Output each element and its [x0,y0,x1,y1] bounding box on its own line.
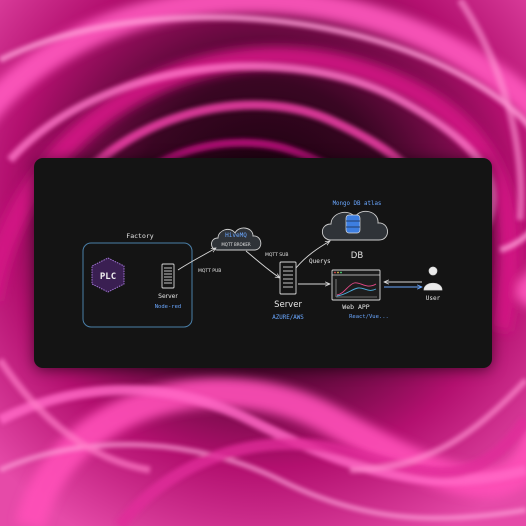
web-app-label: Web APP [342,303,369,311]
server-tower-icon [279,261,297,295]
local-server-node: Server Node-red [155,263,182,310]
database-icon [345,214,361,234]
central-server-node: Server AZURE/AWS [272,261,304,321]
db-label: DB [351,251,364,261]
db-node: DB [321,210,388,261]
factory-label: Factory [126,232,153,240]
central-server-label: Server [274,300,302,310]
plc-label: PLC [100,272,116,282]
mqtt-pub-label: MQTT PUB [198,268,221,274]
browser-window-icon [331,269,381,301]
user-label: User [426,295,441,302]
central-server-sublabel: AZURE/AWS [272,315,304,321]
db-caption: Mongo DB atlas [333,201,382,207]
architecture-diagram: Factory PLC Server Node-red HiveMQ [82,201,443,328]
local-server-label: Server [158,293,178,300]
broker-cloud-icon [211,227,262,251]
server-rack-icon [161,263,175,289]
diagram-card: Factory PLC Server Node-red HiveMQ [34,158,492,368]
local-server-sublabel: Node-red [155,304,182,310]
plc-node: PLC [91,257,125,293]
mqtt-pub-arrow [177,248,216,271]
web-app-sublabel: React/Vue... [349,314,389,320]
querys-label: Querys [309,258,331,265]
web-app-node: Web APP React/Vue... [331,269,389,320]
broker-label: MQTT BROKER [221,242,251,247]
plc-hexagon-icon [91,257,125,293]
mqtt-sub-label: MQTT SUB [265,252,289,258]
querys-arrow [295,241,330,269]
user-icon [423,266,443,291]
mqtt-sub-arrow [245,250,280,278]
mqtt-broker-node: HiveMQ MQTT BROKER [211,227,262,251]
broker-title: HiveMQ [225,232,247,239]
user-node: User [423,266,443,302]
factory-boundary [82,242,193,328]
